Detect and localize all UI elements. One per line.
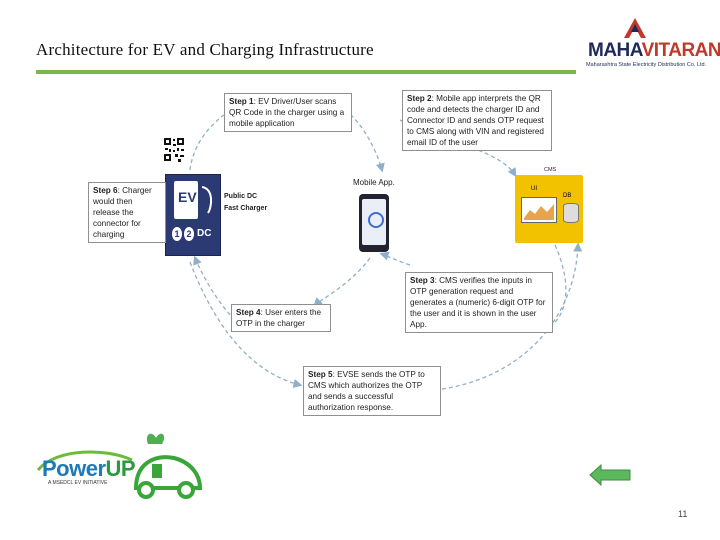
tower-logo-icon [624, 18, 646, 38]
port-2-icon: 2 [184, 227, 194, 241]
logo-maha: MAHA [588, 40, 642, 61]
mobile-app-label: Mobile App. [353, 178, 395, 187]
step-6-box: Step 6: Charger would then release the c… [88, 182, 166, 243]
powerup-wordmark: PowerUP [42, 456, 136, 482]
dc-fast-charger-icon: EV 1 2 DC [165, 174, 221, 256]
step-4-text: : User enters the OTP in the charger [236, 308, 322, 328]
back-arrow-button[interactable] [589, 464, 631, 486]
mahavitaran-logo: MAHAVITARAN Maharashtra State Electricit… [580, 18, 720, 74]
step-6-text: : Charger would then release the connect… [93, 186, 152, 239]
logo-subtitle: Maharashtra State Electricity Distributi… [586, 62, 707, 68]
cms-database-icon [563, 203, 579, 223]
step-6-label: Step 6 [93, 186, 118, 195]
step-5-label: Step 5 [308, 370, 333, 379]
step-5-text: : EVSE sends the OTP to CMS which author… [308, 370, 425, 412]
cms-monitor-icon [521, 197, 557, 223]
port-1-icon: 1 [172, 227, 182, 241]
mobile-phone-icon [359, 194, 389, 252]
ev-car-icon [36, 433, 203, 499]
arrow-step3-to-app [379, 251, 411, 266]
step-1-text: : EV Driver/User scans QR Code in the ch… [229, 97, 345, 128]
step-3-text: : CMS verifies the inputs in OTP generat… [410, 276, 546, 329]
step-4-label: Step 4 [236, 308, 261, 317]
charger-ev-text: EV [178, 189, 197, 205]
cms-ui-label: UI [531, 186, 537, 192]
slide-title: Architecture for EV and Charging Infrast… [36, 40, 374, 59]
powerup-logo: PowerUP A MSEDCL EV INITIATIVE [36, 430, 206, 502]
cms-server-icon: UI DB [515, 175, 583, 243]
step-3-box: Step 3: CMS verifies the inputs in OTP g… [405, 272, 553, 333]
arrow-charger-to-step5 [189, 261, 303, 388]
step-4-box: Step 4: User enters the OTP in the charg… [231, 304, 331, 332]
step-2-box: Step 2: Mobile app interprets the QR cod… [402, 90, 552, 151]
cms-db-label: DB [563, 193, 572, 199]
powerup-power: Power [42, 456, 106, 481]
powerup-tagline: A MSEDCL EV INITIATIVE [48, 480, 108, 486]
charger-label-1: Public DC [224, 193, 258, 200]
powerup-up: UP [105, 456, 136, 481]
arrow-step4-to-charger [193, 255, 236, 321]
logo-wordmark: MAHAVITARAN [588, 40, 720, 62]
charger-label-2: Fast Charger [224, 205, 268, 212]
cms-label: CMS [544, 167, 557, 173]
step-1-box: Step 1: EV Driver/User scans QR Code in … [224, 93, 352, 132]
qr-code-icon [163, 137, 185, 163]
arrow-app-to-step4 [313, 257, 371, 307]
charger-cable-icon [201, 186, 213, 214]
step-2-label: Step 2 [407, 94, 432, 103]
step-2-text: : Mobile app interprets the QR code and … [407, 94, 544, 147]
logo-vitaran: VITARAN [641, 40, 720, 61]
page-number: 11 [678, 509, 688, 519]
step-5-box: Step 5: EVSE sends the OTP to CMS which … [303, 366, 441, 416]
arrow-step5-to-cms [434, 242, 583, 391]
title-underline [36, 70, 576, 74]
step-3-label: Step 3 [410, 276, 435, 285]
step-1-label: Step 1 [229, 97, 254, 106]
charger-dc-text: DC [197, 228, 212, 239]
